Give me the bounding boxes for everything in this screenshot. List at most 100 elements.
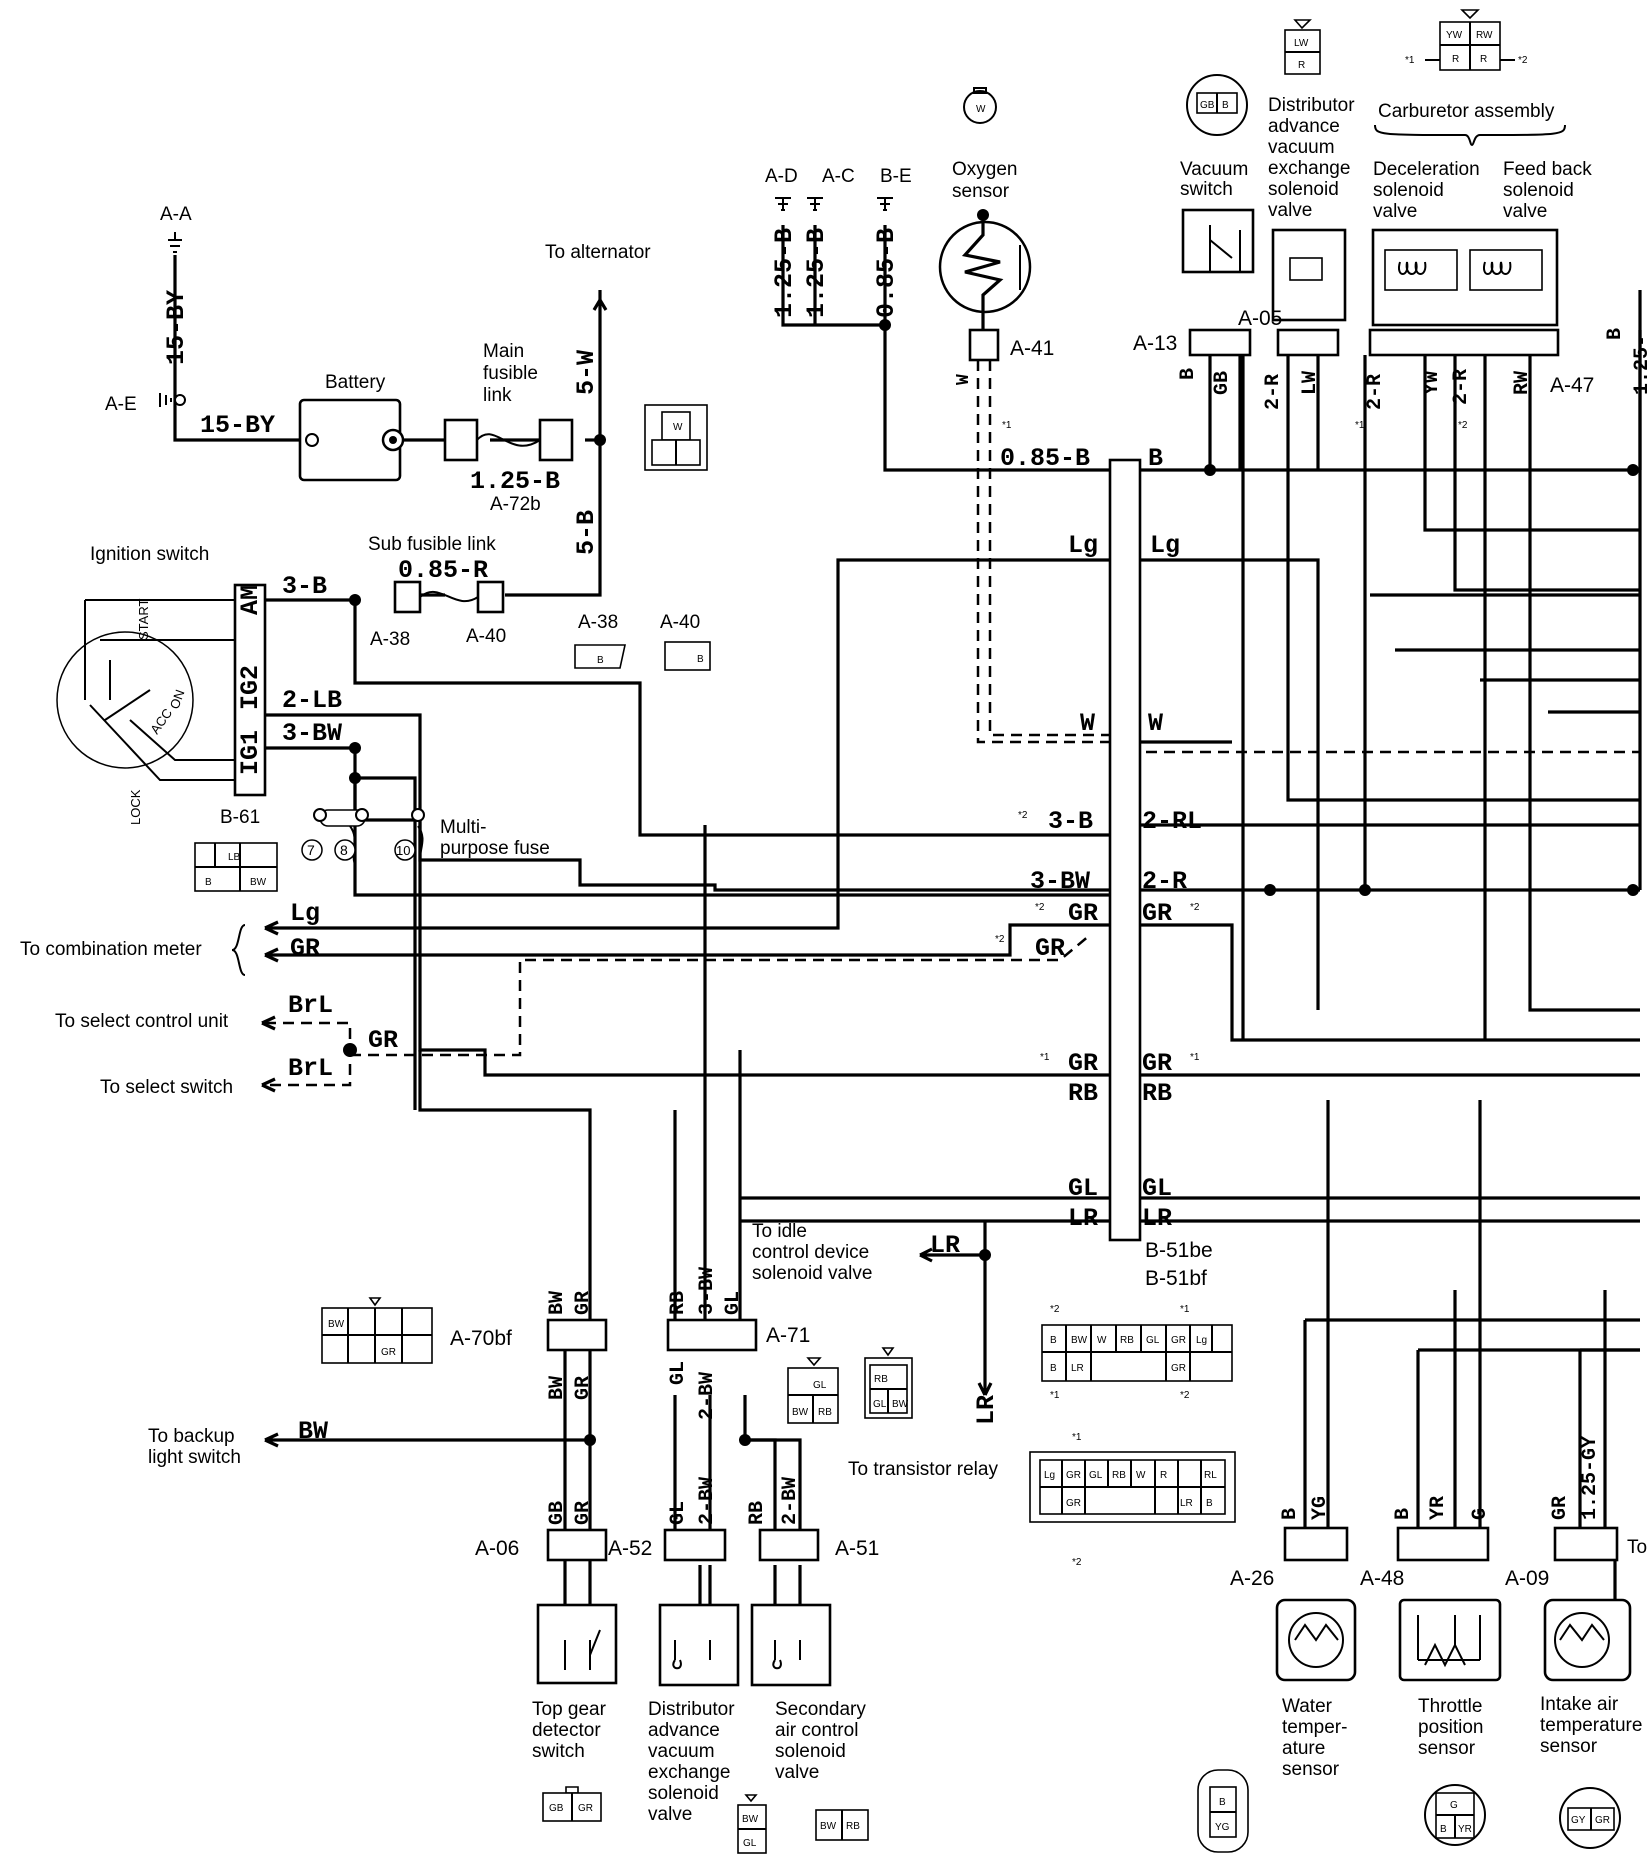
svg-text:GR: GR [572, 1501, 595, 1525]
wire-label: 0.85-R [398, 556, 488, 585]
svg-text:A-41: A-41 [1010, 337, 1054, 360]
svg-text:B: B [205, 877, 212, 888]
svg-text:sensor: sensor [1418, 1738, 1476, 1759]
svg-text:GR: GR [1068, 1049, 1098, 1078]
svg-text:LR: LR [1180, 1498, 1193, 1509]
svg-text:B: B [1206, 1498, 1213, 1509]
svg-text:GR: GR [1035, 934, 1065, 963]
a51-secondary-air-valve: RB 2-BW A-51 Secondary air control solen… [746, 1477, 879, 1841]
svg-text:GB: GB [1200, 100, 1215, 111]
svg-text:Lg: Lg [290, 899, 320, 928]
svg-text:W: W [1136, 1470, 1146, 1481]
svg-text:air control: air control [775, 1720, 858, 1741]
svg-text:LW: LW [1294, 38, 1309, 49]
wire-label: 5-B [572, 510, 601, 555]
a70bf-connector: A-70bf BW GR BW GR BW GR [321, 1291, 608, 1400]
svg-text:Vacuum: Vacuum [1180, 159, 1248, 180]
svg-text:2-R: 2-R [1364, 374, 1387, 410]
svg-text:2-LB: 2-LB [282, 686, 342, 715]
svg-text:W: W [1080, 709, 1095, 738]
to-alternator-label: To alternator [545, 242, 651, 263]
svg-text:B-61: B-61 [220, 807, 260, 828]
svg-text:Oxygen: Oxygen [952, 159, 1017, 180]
svg-text:W: W [954, 374, 974, 385]
ground-ae: A-E 15-BY [105, 393, 275, 440]
svg-text:Lg: Lg [1150, 531, 1180, 560]
svg-text:R: R [1480, 54, 1487, 65]
svg-text:B: B [1604, 328, 1627, 340]
svg-text:LR: LR [972, 1395, 1001, 1425]
svg-text:*2: *2 [1072, 1557, 1082, 1568]
svg-text:IG1: IG1 [236, 730, 265, 775]
ground-label: A-A [160, 204, 192, 225]
svg-text:sensor: sensor [1540, 1736, 1598, 1757]
svg-text:valve: valve [775, 1762, 819, 1783]
svg-text:GB: GB [1211, 371, 1234, 395]
svg-text:GL: GL [667, 1501, 690, 1525]
svg-text:*1: *1 [1050, 1390, 1060, 1401]
svg-text:*1: *1 [1405, 55, 1415, 66]
svg-text:BW: BW [546, 1291, 569, 1315]
svg-text:sensor: sensor [1282, 1759, 1340, 1780]
wire-label: 5-W [572, 350, 601, 395]
sub-fusible-link: Sub fusible link 0.85-R A-38 A-40 [368, 534, 506, 650]
svg-text:RL: RL [1204, 1470, 1217, 1481]
svg-text:1.25-: 1.25- [1631, 335, 1648, 395]
svg-text:RB: RB [846, 1821, 860, 1832]
svg-text:GB: GB [546, 1501, 569, 1525]
svg-text:To: To [1627, 1537, 1647, 1558]
wire-label: 1.25-B [802, 228, 831, 318]
svg-text:Intake air: Intake air [1540, 1694, 1619, 1715]
svg-text:RB: RB [746, 1501, 769, 1525]
battery-label: Battery [325, 372, 386, 393]
ground-label: A-D [765, 166, 798, 187]
svg-text:*1: *1 [1002, 420, 1012, 431]
svg-text:GR: GR [1142, 899, 1172, 928]
svg-text:purpose fuse: purpose fuse [440, 838, 550, 859]
svg-text:W: W [976, 104, 986, 115]
svg-text:A-71: A-71 [766, 1324, 810, 1347]
svg-text:IG2: IG2 [236, 665, 265, 710]
b61-connector: B-61 LB B BW [194, 807, 278, 892]
svg-text:RW: RW [1511, 371, 1534, 395]
svg-text:GY: GY [1571, 1815, 1586, 1826]
svg-text:2-BW: 2-BW [696, 1372, 719, 1420]
svg-text:B: B [1222, 100, 1229, 111]
svg-text:exchange: exchange [648, 1762, 730, 1783]
ground-label: B-E [880, 166, 912, 187]
svg-text:B-51bf: B-51bf [1145, 1267, 1207, 1290]
svg-text:*1: *1 [1072, 1432, 1082, 1443]
distributor-valve-top: LW R Distributor advance vacuum exchange… [1238, 19, 1355, 410]
ground-be: B-E 0.85-B [872, 166, 912, 318]
svg-text:G: G [1450, 1800, 1458, 1811]
svg-text:Feed back: Feed back [1503, 159, 1592, 180]
svg-text:B: B [1279, 1508, 1302, 1520]
svg-text:B: B [697, 654, 704, 665]
svg-text:Lg: Lg [1196, 1335, 1207, 1346]
svg-text:advance: advance [1268, 116, 1340, 137]
svg-text:To select switch: To select switch [100, 1077, 233, 1098]
right-edge-labels: B 1.25- [1604, 328, 1648, 395]
svg-text:2-R: 2-R [1450, 369, 1473, 405]
svg-text:RB: RB [1112, 1470, 1126, 1481]
svg-text:vacuum: vacuum [648, 1741, 715, 1762]
svg-text:ON: ON [167, 688, 188, 711]
svg-text:YG: YG [1309, 1496, 1332, 1520]
svg-text:Lg: Lg [1044, 1470, 1055, 1481]
svg-text:A-48: A-48 [1360, 1567, 1404, 1590]
carburetor-assembly: YW RW R R *1 *2 Carburetor assembly Dece… [1355, 9, 1594, 431]
component-label: fusible [483, 363, 538, 384]
svg-text:W: W [673, 422, 683, 433]
svg-text:Carburetor assembly: Carburetor assembly [1378, 101, 1555, 122]
svg-text:LR: LR [1142, 1204, 1172, 1233]
svg-text:solenoid: solenoid [648, 1783, 719, 1804]
svg-text:To idle: To idle [752, 1221, 807, 1242]
svg-text:Distributor: Distributor [648, 1699, 735, 1720]
svg-text:R: R [1298, 60, 1305, 71]
battery: Battery [298, 372, 405, 482]
a52-distributor-valve: GL 2-BW A-52 Distributor advance vacuum … [608, 1477, 767, 1854]
svg-text:RB: RB [1142, 1079, 1172, 1108]
svg-text:*2: *2 [995, 934, 1005, 945]
svg-text:LR: LR [1068, 1204, 1098, 1233]
backup-light-output: To backup light switch BW [148, 1417, 590, 1468]
